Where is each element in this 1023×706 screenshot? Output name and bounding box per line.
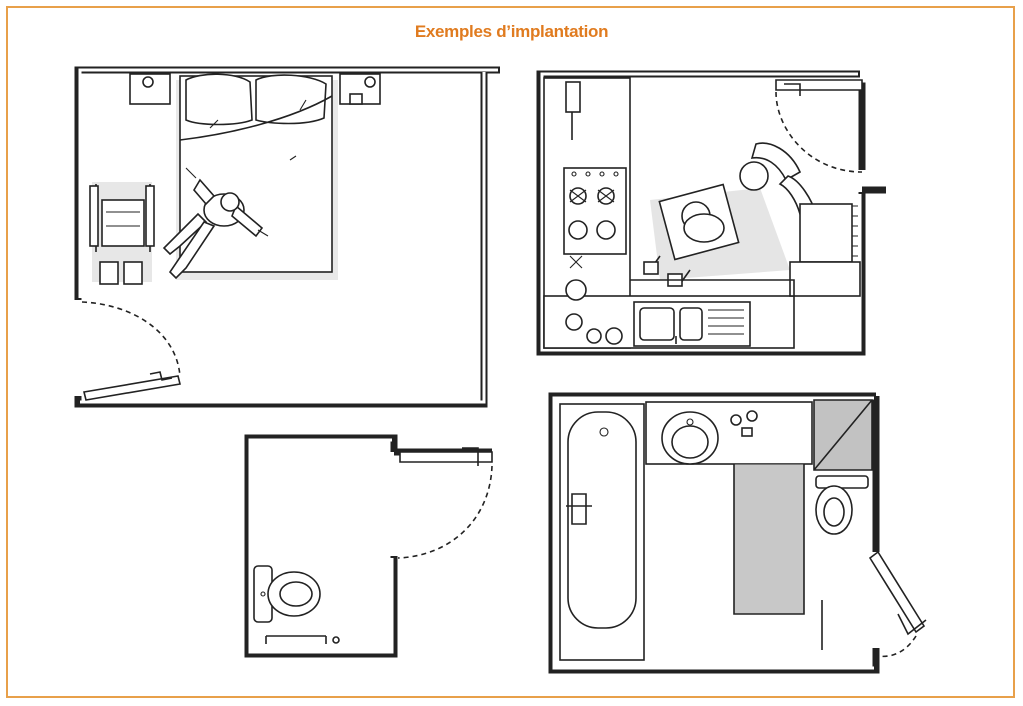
storage-cabinet <box>813 399 873 471</box>
bedroom-plan <box>74 66 500 408</box>
double-bed <box>176 73 338 280</box>
kitchen-jars <box>565 255 623 345</box>
bathroom-toilet <box>815 475 869 535</box>
kitchen-door <box>775 79 863 173</box>
kitchen-tap <box>565 81 581 140</box>
wc-plan <box>244 434 493 658</box>
kitchen-chair <box>778 175 858 263</box>
bath-mat <box>734 464 804 614</box>
wc-door <box>397 447 493 559</box>
bedroom-door <box>81 301 181 401</box>
bathroom-door <box>868 550 927 658</box>
bathtub <box>559 403 645 661</box>
wc-grab-bar <box>265 635 340 644</box>
bathroom-plan <box>548 392 927 674</box>
figure-title: Exemples d’implantation <box>414 22 609 41</box>
nightstand-right <box>339 73 381 105</box>
kitchen-plan <box>536 70 886 356</box>
nightstand-left <box>129 73 171 105</box>
person-on-bed <box>162 167 269 280</box>
kitchen-sink <box>633 301 751 347</box>
person-in-wheelchair-kitchen <box>643 183 740 287</box>
person-standing-kitchen <box>739 142 802 191</box>
cooktop <box>563 167 627 255</box>
washbasin <box>645 401 813 465</box>
wc-toilet <box>253 565 321 623</box>
wheelchair-bedroom <box>89 182 155 285</box>
